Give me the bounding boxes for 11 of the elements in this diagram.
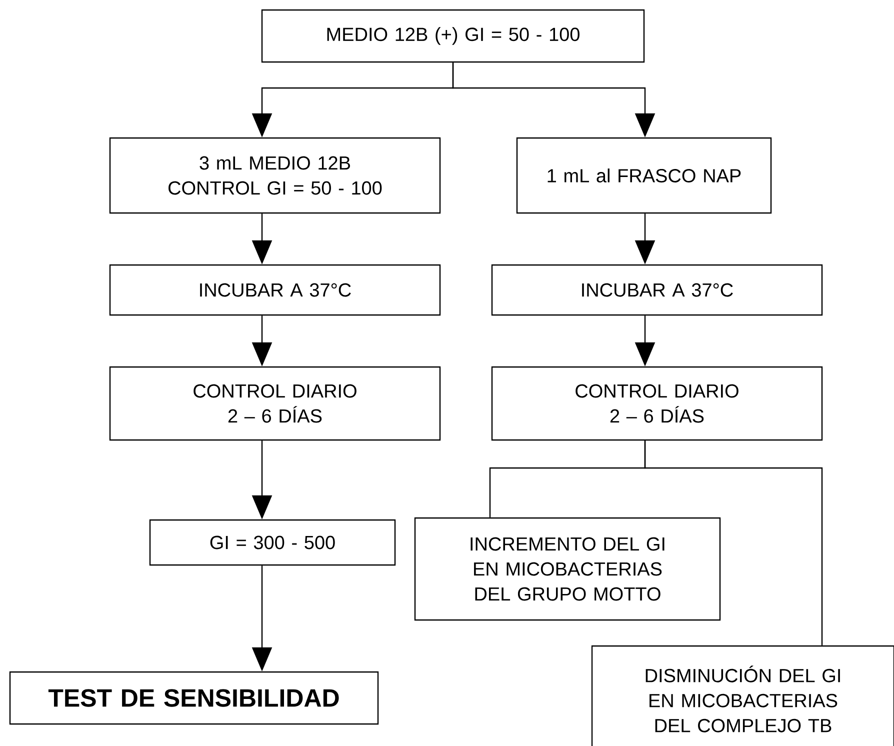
process-box: MEDIO 12B (+) GI = 50 - 100: [261, 9, 645, 63]
process-box: GI = 300 - 500: [149, 519, 396, 566]
process-box: INCUBAR A 37°C: [109, 264, 441, 316]
process-box: CONTROL DIARIO 2 – 6 DÍAS: [491, 366, 823, 441]
result-box: TEST DE SENSIBILIDAD: [9, 671, 379, 725]
process-box: CONTROL DIARIO 2 – 6 DÍAS: [109, 366, 441, 441]
process-box: 1 mL al FRASCO NAP: [516, 137, 772, 214]
process-box: 3 mL MEDIO 12B CONTROL GI = 50 - 100: [109, 137, 441, 214]
process-box: DISMINUCIÓN DEL GI EN MICOBACTERIAS DEL COMPLEJO TB: [591, 645, 894, 746]
process-box: INCUBAR A 37°C: [491, 264, 823, 316]
process-box: INCREMENTO DEL GI EN MICOBACTERIAS DEL GRUPO MOTTO: [414, 517, 721, 621]
